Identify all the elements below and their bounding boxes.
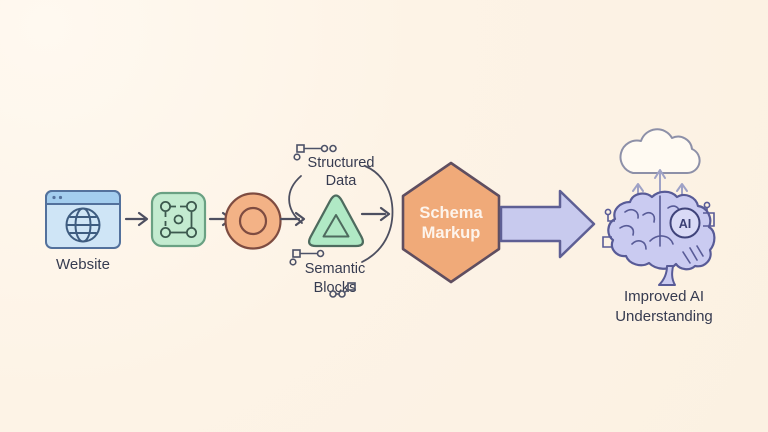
outcome-label-line1: Improved AI bbox=[624, 288, 704, 305]
structured-data-label-line1: Structured bbox=[308, 155, 375, 171]
schema-markup-label-line2: Markup bbox=[422, 224, 481, 242]
schema-markup-hexagon: Schema Markup bbox=[401, 161, 501, 284]
globe-icon bbox=[65, 207, 101, 243]
node-chain-icon bbox=[329, 282, 356, 298]
arrow-right-icon bbox=[124, 211, 149, 227]
window-dot bbox=[58, 195, 63, 200]
ai-badge-label: AI bbox=[679, 217, 692, 231]
circuit-pins-icon bbox=[602, 201, 715, 248]
arrow-right-icon bbox=[360, 206, 391, 222]
outcome-label-line2: Understanding bbox=[615, 308, 713, 325]
donut-circle-icon bbox=[224, 192, 282, 250]
node-chain-icon bbox=[289, 249, 325, 266]
left-brace-curve bbox=[288, 175, 303, 224]
browser-globe-icon bbox=[45, 190, 121, 249]
arrow-right-icon bbox=[279, 211, 306, 227]
node-chain-icon bbox=[293, 144, 337, 161]
cloud-icon bbox=[619, 128, 701, 175]
brain-ai-icon: AI bbox=[602, 190, 716, 286]
node-grid-icon bbox=[150, 191, 207, 248]
schema-markup-label-line1: Schema bbox=[419, 204, 483, 222]
semantic-blocks-label-line1: Semantic bbox=[305, 261, 365, 277]
structured-data-label-line2: Data bbox=[326, 173, 358, 189]
ai-badge: AI bbox=[669, 207, 701, 239]
brainstem bbox=[658, 265, 676, 286]
block-arrow-icon bbox=[499, 189, 596, 259]
triangle-icon bbox=[308, 194, 364, 248]
right-brace-curve bbox=[361, 165, 394, 263]
window-dot bbox=[52, 195, 56, 200]
website-label: Website bbox=[56, 256, 110, 273]
